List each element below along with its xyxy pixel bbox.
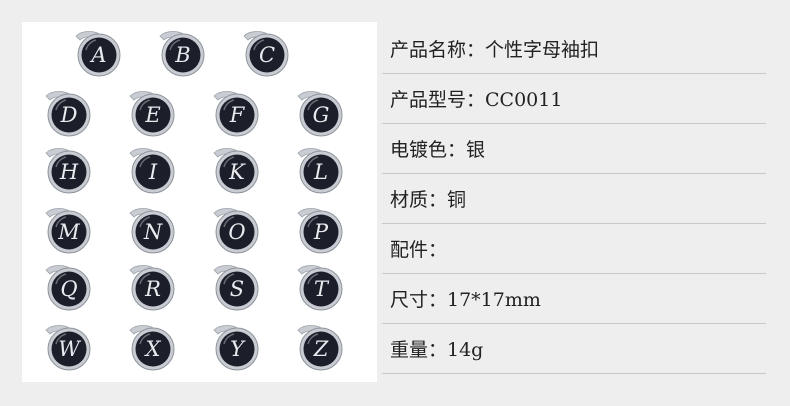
- cufflinks-product-photo: A B C D E F G H I K L M N O P Q R S T W X Y Z: [22, 22, 377, 382]
- cufflink-letter: E: [144, 103, 160, 127]
- spec-row-plating-color: 电镀色：银: [382, 124, 766, 174]
- cufflink-graphic: O: [213, 208, 259, 254]
- cufflink-r: R: [126, 262, 176, 312]
- cufflink-graphic: Z: [297, 325, 343, 371]
- cufflink-letter: N: [143, 220, 163, 244]
- cufflink-letter: G: [313, 103, 330, 127]
- cufflink-graphic: X: [129, 325, 175, 371]
- cufflink-graphic: Q: [45, 265, 91, 311]
- cufflink-k: K: [210, 145, 260, 195]
- cufflink-letter: R: [144, 277, 161, 301]
- cufflink-letter: B: [174, 43, 190, 67]
- spec-row-accessories: 配件：: [382, 224, 766, 274]
- cufflink-h: H: [42, 145, 92, 195]
- cufflink-d: D: [42, 88, 92, 138]
- cufflink-y: Y: [210, 322, 260, 372]
- cufflink-letter: H: [59, 160, 79, 184]
- cufflink-graphic: L: [297, 148, 343, 194]
- cufflink-graphic: A: [75, 31, 121, 77]
- cufflink-letter: K: [228, 160, 246, 184]
- cufflink-letter: Y: [230, 337, 246, 361]
- cufflink-n: N: [126, 205, 176, 255]
- cufflink-graphic: S: [213, 265, 259, 311]
- cufflink-graphic: C: [243, 31, 289, 77]
- spec-list: 产品名称：个性字母袖扣 产品型号：CC0011 电镀色：银 材质：铜 配件： 尺…: [382, 22, 766, 382]
- cufflink-graphic: I: [129, 148, 175, 194]
- cufflink-letter: M: [57, 220, 80, 244]
- spec-product-name: 产品名称：个性字母袖扣: [390, 39, 600, 61]
- cufflink-graphic: T: [297, 265, 343, 311]
- cufflink-letter: T: [314, 277, 330, 301]
- cufflink-letter: C: [259, 43, 275, 67]
- cufflink-e: E: [126, 88, 176, 138]
- cufflink-w: W: [42, 322, 92, 372]
- cufflink-letter: S: [230, 277, 244, 301]
- spec-row-weight: 重量：14g: [382, 324, 766, 374]
- cufflink-l: L: [294, 145, 344, 195]
- cufflink-graphic: Y: [213, 325, 259, 371]
- spec-size: 尺寸：17*17mm: [390, 289, 541, 311]
- cufflink-graphic: D: [45, 91, 91, 137]
- cufflink-letter: A: [89, 43, 106, 67]
- cufflink-b: B: [156, 28, 206, 78]
- cufflink-graphic: N: [129, 208, 175, 254]
- cufflink-s: S: [210, 262, 260, 312]
- spec-row-product-name: 产品名称：个性字母袖扣: [382, 24, 766, 74]
- cufflink-letter: W: [58, 337, 82, 361]
- cufflink-x: X: [126, 322, 176, 372]
- cufflink-g: G: [294, 88, 344, 138]
- cufflink-o: O: [210, 205, 260, 255]
- cufflink-letter: X: [144, 337, 162, 361]
- spec-weight: 重量：14g: [390, 339, 484, 361]
- spec-plating-color: 电镀色：银: [390, 139, 486, 161]
- spec-row-size: 尺寸：17*17mm: [382, 274, 766, 324]
- cufflink-letter: P: [313, 220, 329, 244]
- cufflink-graphic: M: [45, 208, 91, 254]
- cufflink-letter: F: [229, 103, 246, 127]
- cufflink-z: Z: [294, 322, 344, 372]
- cufflink-graphic: K: [213, 148, 259, 194]
- cufflink-letter: Z: [313, 337, 329, 361]
- spec-row-material: 材质：铜: [382, 174, 766, 224]
- cufflink-f: F: [210, 88, 260, 138]
- cufflink-letter: Q: [60, 277, 77, 301]
- spec-material: 材质：铜: [390, 189, 467, 211]
- cufflink-t: T: [294, 262, 344, 312]
- cufflink-a: A: [72, 28, 122, 78]
- cufflink-i: I: [126, 145, 176, 195]
- cufflink-m: M: [42, 205, 92, 255]
- spec-model: 产品型号：CC0011: [390, 89, 563, 111]
- cufflink-graphic: B: [159, 31, 205, 77]
- cufflink-letter: D: [60, 103, 78, 127]
- cufflink-graphic: G: [297, 91, 343, 137]
- cufflink-graphic: E: [129, 91, 175, 137]
- cufflink-graphic: W: [45, 325, 91, 371]
- cufflink-graphic: F: [213, 91, 259, 137]
- cufflink-c: C: [240, 28, 290, 78]
- cufflink-graphic: H: [45, 148, 91, 194]
- cufflink-graphic: R: [129, 265, 175, 311]
- cufflink-p: P: [294, 205, 344, 255]
- cufflink-letter: L: [313, 160, 328, 184]
- cufflink-letter: O: [228, 220, 245, 244]
- cufflink-letter: I: [148, 160, 158, 184]
- cufflink-q: Q: [42, 262, 92, 312]
- spec-row-model: 产品型号：CC0011: [382, 74, 766, 124]
- spec-accessories: 配件：: [390, 239, 448, 261]
- cufflink-graphic: P: [297, 208, 343, 254]
